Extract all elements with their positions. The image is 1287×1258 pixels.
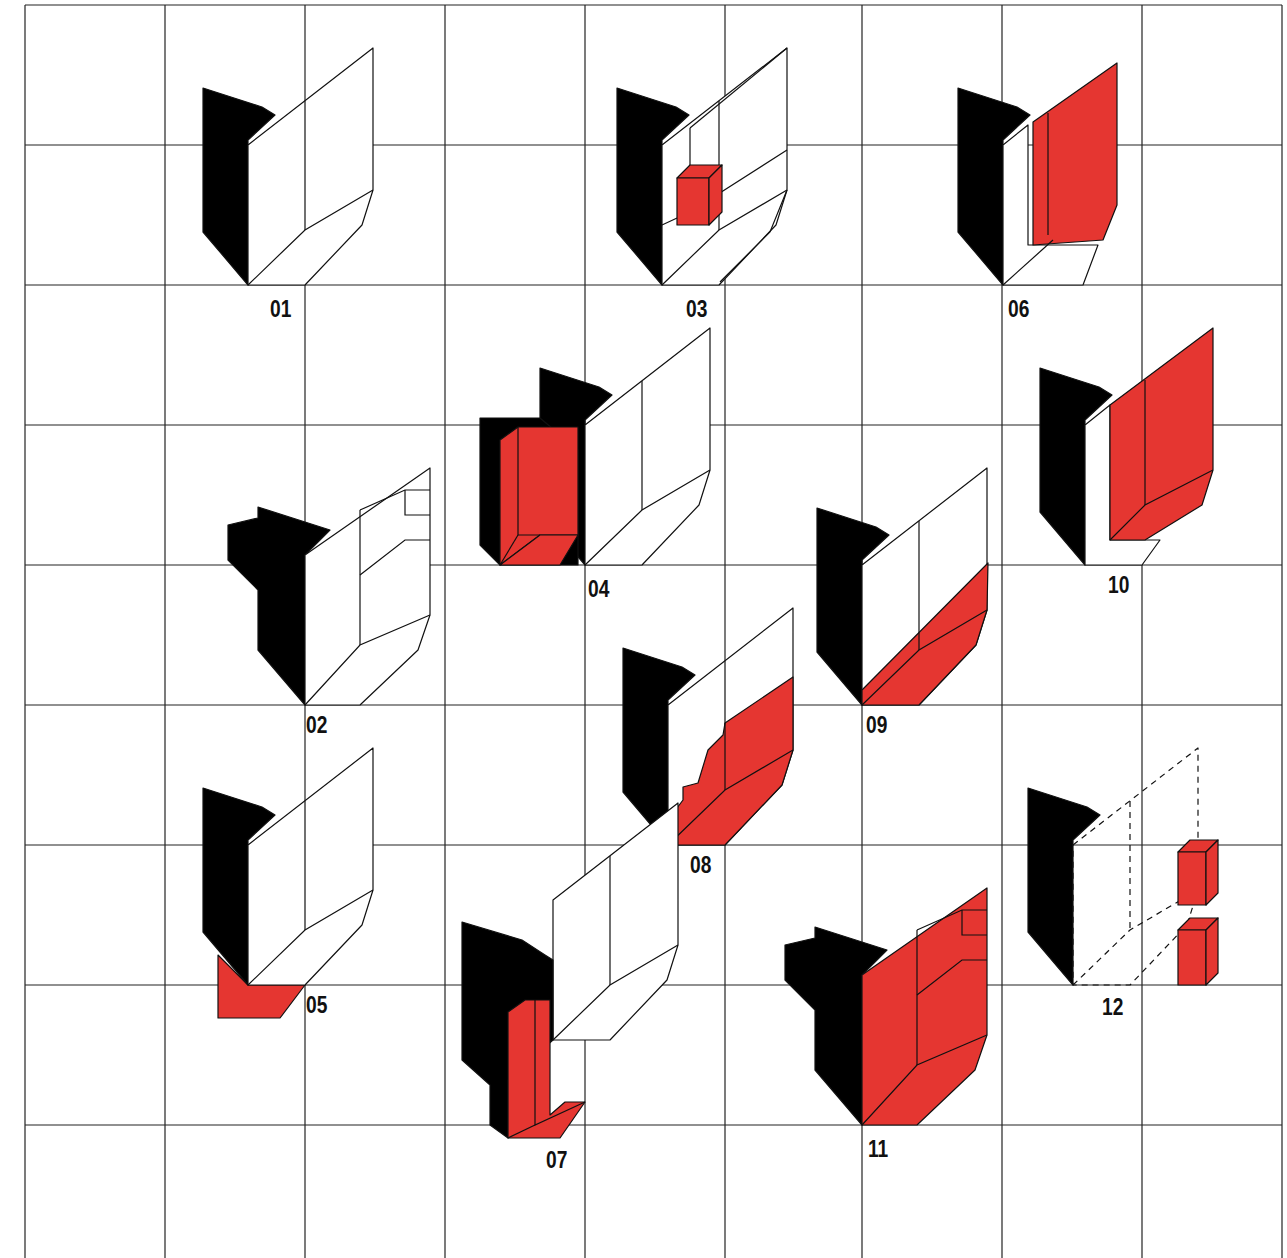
red-block [1206,918,1218,985]
grid-line [25,284,1282,285]
form-edge [918,633,919,650]
volume-outline [585,328,710,565]
form-edge [405,490,430,515]
form-edge [553,945,678,1040]
red-panel [1110,328,1213,540]
form-edge [1129,801,1130,930]
form-edge [1047,113,1048,235]
form-edge [248,890,373,985]
form-edge [724,723,725,790]
grid-line [444,5,445,1258]
red-block [709,165,722,225]
figure-number: 05 [306,993,327,1017]
form-edge [360,540,430,575]
red-l-element [508,1000,585,1138]
grid-line [584,5,585,1258]
figure-number: 09 [866,713,887,737]
grid-line [164,5,165,1258]
figure-number: 03 [686,297,707,321]
form-edge [305,615,430,705]
form-edge [917,910,987,930]
volume-outline [862,468,987,705]
grid-line [1281,5,1282,1258]
figure-number: 11 [868,1137,888,1161]
red-panel [862,563,988,705]
form-edge [962,910,987,935]
figure-number: 02 [306,713,327,737]
form-edge [862,1035,987,1125]
form-edge [508,1125,535,1138]
form-edge [1144,380,1145,505]
red-panel [1033,63,1117,245]
form-edge [585,470,710,565]
form-edge [248,190,373,285]
figure-number: 06 [1008,297,1029,321]
form-edge [1110,470,1213,540]
red-block [500,427,578,565]
form-edge [518,427,540,535]
volume-outline [862,888,987,1125]
volume-outline [553,803,678,1040]
grid [25,5,1282,1258]
form-edge [641,381,642,510]
red-block [1178,930,1206,985]
volume-outline [662,48,787,285]
figure-number: 08 [690,853,711,877]
form-edge [916,930,917,1065]
volume-outline [248,748,373,985]
red-block [677,178,709,225]
black-wall [480,418,578,565]
form-edge [359,510,360,645]
form-edge [690,48,787,128]
form-edge [609,856,610,985]
black-wall [1028,788,1100,985]
red-panel [668,677,793,845]
form-edge [535,1000,585,1125]
form-edge [360,490,430,510]
form-edge [668,750,793,845]
red-block [500,535,578,565]
form-edge [304,101,305,230]
figure-number: 07 [546,1148,567,1172]
grid-line [1141,5,1142,1258]
volume-outline [305,468,430,705]
volume-outline [668,608,793,845]
form-edge [724,661,725,790]
form-edge [304,801,305,930]
grid-line [25,4,1282,5]
red-block [1178,852,1206,905]
figure-number: 01 [270,297,291,321]
form-edge [1003,240,1053,285]
red-block [1206,840,1218,905]
grid-line [24,5,25,1258]
figure-number: 12 [1102,995,1123,1019]
figure-number: 10 [1108,573,1129,597]
form-edge [918,521,919,650]
figure-number: 04 [588,577,609,601]
form-edge [917,960,987,995]
form-edge [662,150,787,225]
volume-outline [248,48,373,285]
grid-line [25,1124,1282,1125]
form-edge [720,190,787,282]
form-edge [862,610,987,705]
